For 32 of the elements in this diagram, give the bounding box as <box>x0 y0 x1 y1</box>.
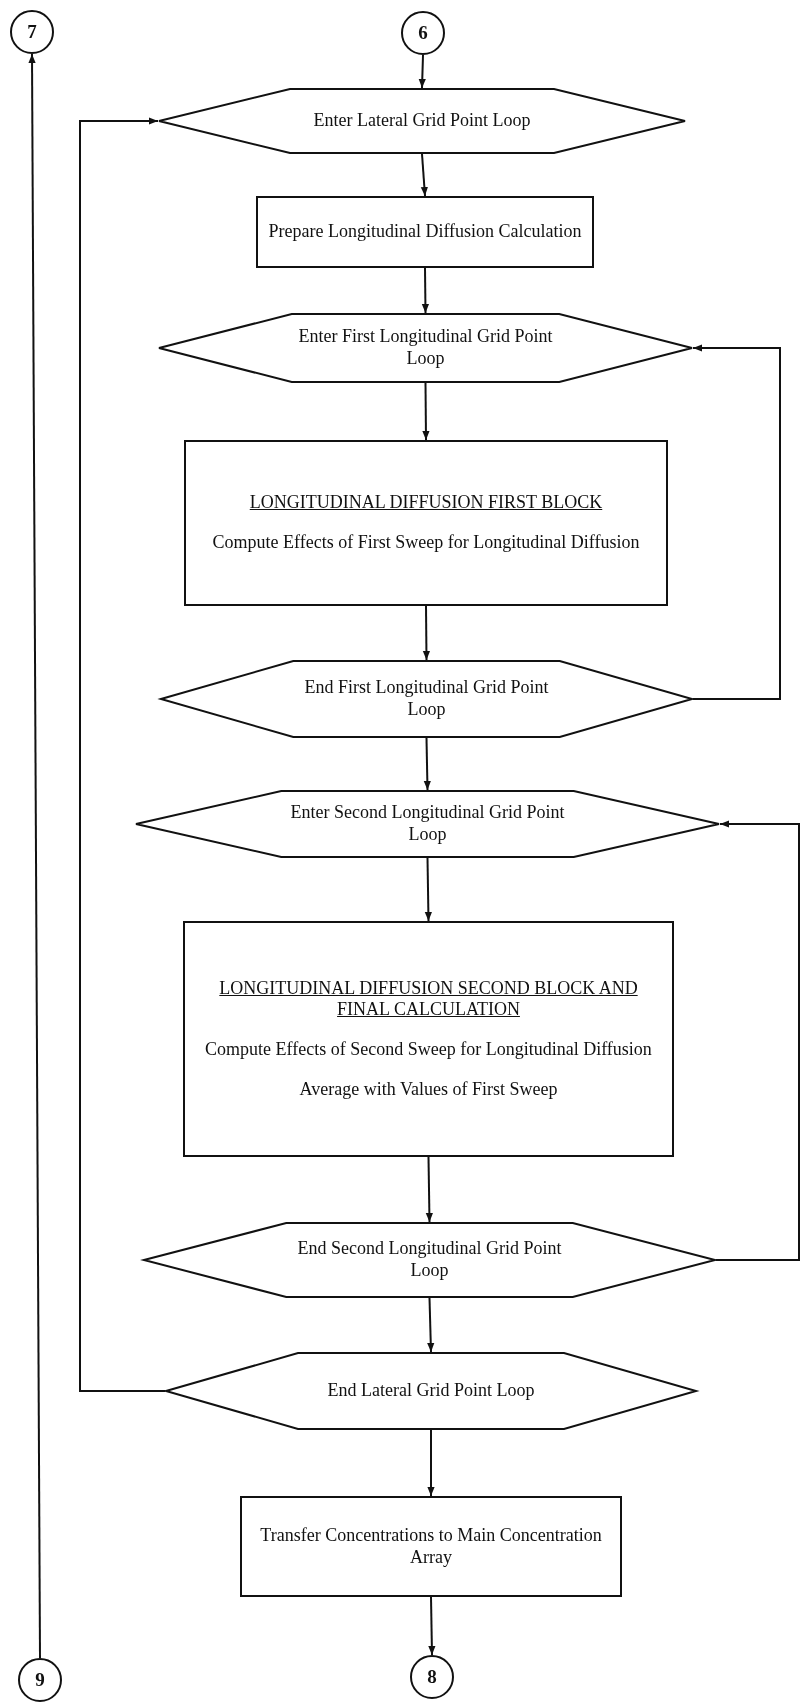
step-label: End Lateral Grid Point Loop <box>327 1380 535 1402</box>
arrow <box>28 53 41 1659</box>
step-label: Compute Effects of Second Sweep for Longitudinal Diffusion <box>205 1039 652 1061</box>
connector-number: 6 <box>418 21 428 45</box>
arrow <box>420 153 428 197</box>
step-label: Enter Lateral Grid Point Loop <box>313 110 531 132</box>
arrow <box>425 1156 433 1223</box>
step-label: Enter First Longitudinal Grid Point Loop <box>297 326 554 370</box>
connector-number: 9 <box>35 1668 45 1692</box>
arrow <box>422 605 430 661</box>
arrow <box>422 382 430 441</box>
arrow <box>421 267 429 314</box>
arrow <box>428 1596 436 1656</box>
step-label: End Second Longitudinal Grid Point Loop <box>296 1238 563 1282</box>
arrow <box>715 820 800 1261</box>
block-heading: LONGITUDINAL DIFFUSION SECOND BLOCK AND FINAL CALCULATION <box>218 977 639 1021</box>
step-label: Compute Effects of First Sweep for Longitudinal Diffusion <box>212 532 640 554</box>
arrow <box>79 117 166 1392</box>
arrow <box>424 857 432 922</box>
arrow <box>692 344 781 700</box>
step-label: Transfer Concentrations to Main Concentration Array <box>259 1524 603 1569</box>
step-label: End First Longitudinal Grid Point Loop <box>303 677 550 721</box>
connector-number: 7 <box>27 20 37 44</box>
step-label: Enter Second Longitudinal Grid Point Loop <box>289 802 566 846</box>
step-label: Average with Values of First Sweep <box>299 1078 558 1101</box>
arrow <box>427 1429 435 1497</box>
arrow <box>418 54 426 89</box>
connector-number: 8 <box>427 1665 437 1689</box>
arrow <box>423 737 431 791</box>
step-label: Prepare Longitudinal Diffusion Calculation <box>268 221 582 243</box>
block-heading: LONGITUDINAL DIFFUSION FIRST BLOCK <box>249 492 603 514</box>
arrow <box>427 1297 435 1353</box>
